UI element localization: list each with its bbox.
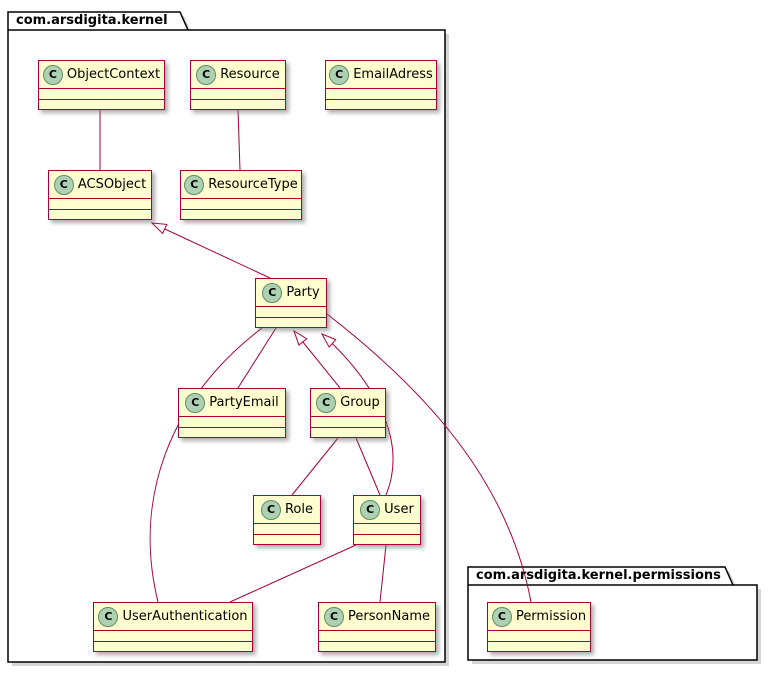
- class-header: C Party: [256, 279, 326, 306]
- edge-group-user: [355, 437, 381, 496]
- methods-compartment: [191, 99, 285, 110]
- fields-compartment: [179, 416, 285, 427]
- class-name: UserAuthentication: [122, 609, 248, 624]
- methods-compartment: [488, 641, 590, 652]
- class-name: EmailAdress: [353, 67, 433, 82]
- class-resource: C Resource: [190, 60, 286, 110]
- class-header: C Group: [311, 389, 385, 416]
- class-name: Permission: [515, 609, 587, 624]
- class-name: User: [384, 502, 414, 517]
- class-user: C User: [353, 495, 421, 545]
- class-header: C PersonName: [319, 603, 435, 630]
- class-icon: C: [196, 64, 217, 85]
- class-icon: C: [260, 499, 281, 520]
- methods-compartment: [254, 534, 320, 545]
- class-objectcontext: C ObjectContext: [38, 60, 165, 110]
- fields-compartment: [181, 198, 301, 209]
- class-emailadress: C EmailAdress: [325, 60, 437, 110]
- class-header: C ResourceType: [181, 171, 301, 198]
- class-name: Resource: [220, 67, 280, 82]
- edge-party-permission: [326, 313, 532, 603]
- methods-compartment: [181, 209, 301, 220]
- class-name: ResourceType: [208, 177, 298, 192]
- methods-compartment: [326, 99, 436, 110]
- fields-compartment: [191, 88, 285, 99]
- class-name: ObjectContext: [66, 67, 161, 82]
- class-userauthentication: C UserAuthentication: [93, 602, 253, 652]
- class-resourcetype: C ResourceType: [180, 170, 302, 220]
- fields-compartment: [39, 88, 164, 99]
- class-icon: C: [42, 64, 63, 85]
- class-icon: C: [323, 606, 344, 627]
- class-permission: C Permission: [487, 602, 591, 652]
- class-header: C Role: [254, 496, 320, 523]
- class-icon: C: [184, 174, 205, 195]
- edge-party-generalizes-acsobject: [150, 222, 271, 279]
- class-icon: C: [329, 64, 350, 85]
- class-name: PersonName: [347, 609, 431, 624]
- edge-resource-resourcetype: [237, 109, 241, 171]
- edge-party-partyemail: [237, 327, 277, 389]
- class-header: C UserAuthentication: [94, 603, 252, 630]
- methods-compartment: [179, 427, 285, 438]
- class-header: C PartyEmail: [179, 389, 285, 416]
- class-name: Group: [340, 395, 380, 410]
- edge-user-userauthentication: [229, 544, 357, 603]
- methods-compartment: [256, 317, 326, 328]
- class-header: C Permission: [488, 603, 590, 630]
- methods-compartment: [39, 99, 164, 110]
- fields-compartment: [326, 88, 436, 99]
- methods-compartment: [311, 427, 385, 438]
- class-header: C Resource: [191, 61, 285, 88]
- edge-user-personname: [379, 544, 387, 603]
- class-name: ACSObject: [77, 177, 147, 192]
- class-icon: C: [185, 392, 206, 413]
- class-name: Party: [286, 285, 320, 300]
- fields-compartment: [311, 416, 385, 427]
- class-icon: C: [53, 174, 74, 195]
- class-partyemail: C PartyEmail: [178, 388, 286, 438]
- class-personname: C PersonName: [318, 602, 436, 652]
- class-name: Role: [284, 502, 313, 517]
- package-kernel-title: com.arsdigita.kernel: [16, 13, 168, 28]
- class-icon: C: [262, 282, 283, 303]
- fields-compartment: [256, 306, 326, 317]
- class-acsobject: C ACSObject: [48, 170, 152, 220]
- methods-compartment: [94, 641, 252, 652]
- methods-compartment: [354, 534, 420, 545]
- class-header: C ACSObject: [49, 171, 151, 198]
- methods-compartment: [49, 209, 151, 220]
- edge-group-generalizes-party: [293, 329, 341, 389]
- class-icon: C: [360, 499, 381, 520]
- methods-compartment: [319, 641, 435, 652]
- fields-compartment: [254, 523, 320, 534]
- class-role: C Role: [253, 495, 321, 545]
- class-party: C Party: [255, 278, 327, 328]
- class-header: C User: [354, 496, 420, 523]
- class-icon: C: [491, 606, 512, 627]
- package-permissions-title: com.arsdigita.kernel.permissions: [476, 568, 721, 583]
- class-icon: C: [316, 392, 337, 413]
- fields-compartment: [319, 630, 435, 641]
- fields-compartment: [488, 630, 590, 641]
- class-group: C Group: [310, 388, 386, 438]
- fields-compartment: [49, 198, 151, 209]
- class-name: PartyEmail: [209, 395, 279, 410]
- class-header: C ObjectContext: [39, 61, 164, 88]
- edge-group-role: [291, 437, 339, 496]
- edge-party-userauthentication: [149, 327, 263, 603]
- fields-compartment: [354, 523, 420, 534]
- fields-compartment: [94, 630, 252, 641]
- class-header: C EmailAdress: [326, 61, 436, 88]
- class-icon: C: [98, 606, 119, 627]
